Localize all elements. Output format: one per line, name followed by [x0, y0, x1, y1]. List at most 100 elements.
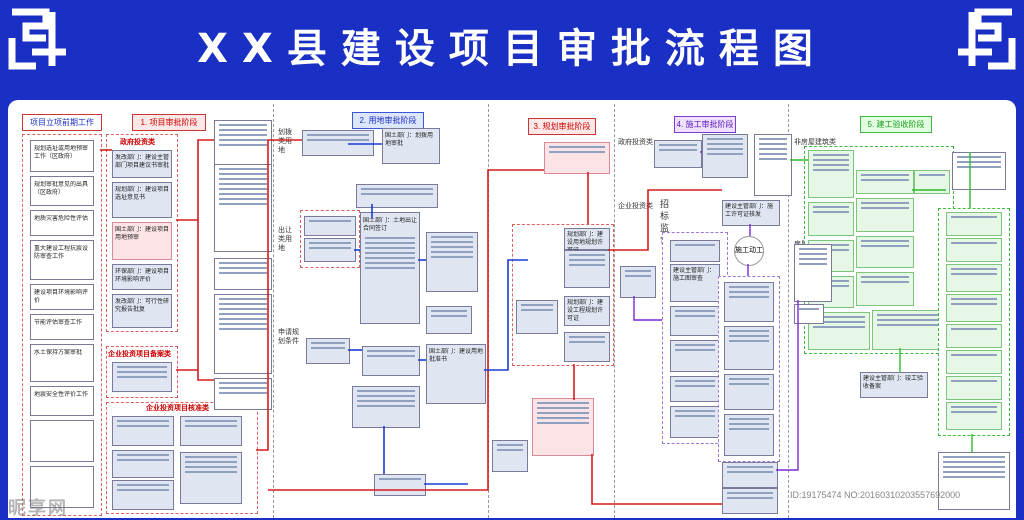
acceptance-box: [808, 150, 854, 198]
construction-box: [702, 134, 748, 178]
approval-box: 发改部门：建设主管部门项目建议书审批: [112, 150, 172, 178]
gov-invest2-label: 政府投资类: [618, 139, 653, 146]
planning-box: [564, 332, 610, 362]
land-box: [356, 184, 438, 208]
acceptance-box: [946, 264, 1002, 292]
construction-box: [724, 414, 774, 456]
approval-box: [180, 416, 242, 446]
enterprise-filing-label: 企业投资项目备案类: [108, 351, 171, 358]
land-box: [352, 386, 420, 428]
meander-ornament-left-icon: [6, 6, 72, 72]
enterprise-invest-label: 企业投资类: [618, 203, 653, 210]
planning-box: 规划部门：建设工程规划许可证: [564, 296, 610, 326]
land-box: [426, 232, 478, 292]
acceptance-box: [856, 272, 914, 306]
enterprise-approval-label: 企业投资项目核准类: [146, 405, 209, 412]
construction-box: [670, 406, 720, 438]
section-acceptance-title: 5. 建工验收阶段: [860, 116, 932, 133]
prelim-box: 节能评估审查工作: [30, 314, 94, 340]
prelim-box: 重大建设工程抗震设防审查工作: [30, 240, 94, 280]
acceptance-box: [952, 152, 1006, 190]
construction-box: [724, 282, 774, 322]
prelim-box: 地质灾害危险性评估: [30, 210, 94, 236]
construction-box: [754, 134, 792, 196]
construction-box: [722, 488, 778, 514]
acceptance-box: [946, 402, 1002, 430]
construction-box: [670, 340, 720, 372]
construction-box: [670, 240, 720, 262]
notes-box: [214, 294, 272, 374]
approval-box: 规划部门：建设项目选址意见书: [112, 182, 172, 218]
land-box: [304, 216, 356, 236]
approval-box: 国土部门：建设项目用地预审: [112, 222, 172, 260]
approval-box: [112, 362, 172, 392]
construction-box: [654, 140, 702, 168]
notes-box: [214, 120, 272, 168]
prelim-box: 规划选址或用地预审工作（区政府）: [30, 140, 94, 172]
prelim-box: 建设项目环境影响评价: [30, 284, 94, 310]
acceptance-box: [946, 376, 1002, 400]
watermark-id: ID:19175474 NO:20160310203557692000: [790, 490, 961, 500]
acceptance-box: [946, 350, 1002, 374]
acceptance-box: [946, 238, 1002, 262]
flowchart-canvas: 项目立项前期工作 1. 项目审批阶段 2. 用地审批阶段 3. 规划审批阶段 4…: [8, 100, 1016, 518]
meander-ornament-right-icon: [952, 6, 1018, 72]
notes-box: [214, 378, 272, 410]
section-construction-approval-title: 4. 施工审批阶段: [674, 116, 736, 133]
flow-connectors: [100, 139, 973, 505]
section-project-approval-title: 1. 项目审批阶段: [132, 114, 206, 131]
planning-box: [516, 300, 558, 334]
acceptance-box: [938, 452, 1010, 510]
land-box: [306, 338, 350, 364]
land-box: [426, 306, 472, 334]
construction-start-node: 施工动工: [734, 236, 764, 266]
construction-box: 建设主管部门：施工许可证核发: [722, 200, 780, 226]
acceptance-box: [794, 244, 832, 302]
construction-box: [724, 326, 774, 370]
page-header: XX县建设项目审批流程图: [0, 0, 1024, 100]
approval-box: 发改部门：可行性研究报告批复: [112, 294, 172, 328]
planning-box: [532, 398, 594, 456]
land-box: [362, 346, 420, 376]
stage-divider: [273, 104, 274, 518]
land-box: 国土部门：土地出让合同签订: [360, 212, 420, 324]
acceptance-box: [808, 202, 854, 236]
acceptance-box: 建设主管部门：竣工验收备案: [860, 372, 928, 398]
land-box: 国土部门：建设用地批准书: [426, 344, 486, 404]
prelim-box: 规划审批意见的出具（区政府）: [30, 176, 94, 206]
construction-box: [670, 306, 720, 336]
land-box: [302, 130, 374, 156]
construction-box: [620, 266, 656, 298]
gov-invest-label: 政府投资类: [120, 139, 155, 146]
prelim-box: [30, 466, 94, 508]
acceptance-box: [856, 170, 914, 194]
planning-condition-label: 申请规划条件: [278, 329, 299, 345]
prelim-box: 地震安全性评价工作: [30, 386, 94, 416]
acceptance-box: [946, 294, 1002, 322]
land-box: [304, 238, 356, 262]
prelim-box: 水土保持方案审批: [30, 344, 94, 382]
construction-box: [722, 462, 778, 488]
planning-box: [492, 440, 528, 472]
acceptance-box: [794, 304, 824, 324]
notes-box: [214, 258, 272, 290]
approval-box: [180, 452, 242, 504]
transfer-land-label: 出让类用地: [278, 227, 292, 252]
approval-box: 环保部门：建设项目环境影响评价: [112, 264, 172, 290]
non-housing-label: 非房屋建筑类: [794, 139, 836, 146]
section-planning-approval-title: 3. 规划审批阶段: [528, 118, 596, 135]
stage-divider: [788, 104, 789, 518]
planning-box: [564, 250, 610, 288]
approval-box: [112, 450, 174, 478]
acceptance-box: [946, 324, 1002, 348]
construction-box: [670, 376, 720, 402]
approval-box: [112, 480, 174, 510]
planning-box: [544, 142, 610, 174]
prelim-box: [30, 420, 94, 462]
page-title: XX县建设项目审批流程图: [197, 26, 827, 72]
stage-divider: [614, 104, 615, 518]
land-box: 国土部门：划拨用地审批: [382, 128, 440, 164]
approval-box: [112, 416, 174, 446]
acceptance-box: [856, 236, 914, 268]
acceptance-box: [946, 212, 1002, 236]
